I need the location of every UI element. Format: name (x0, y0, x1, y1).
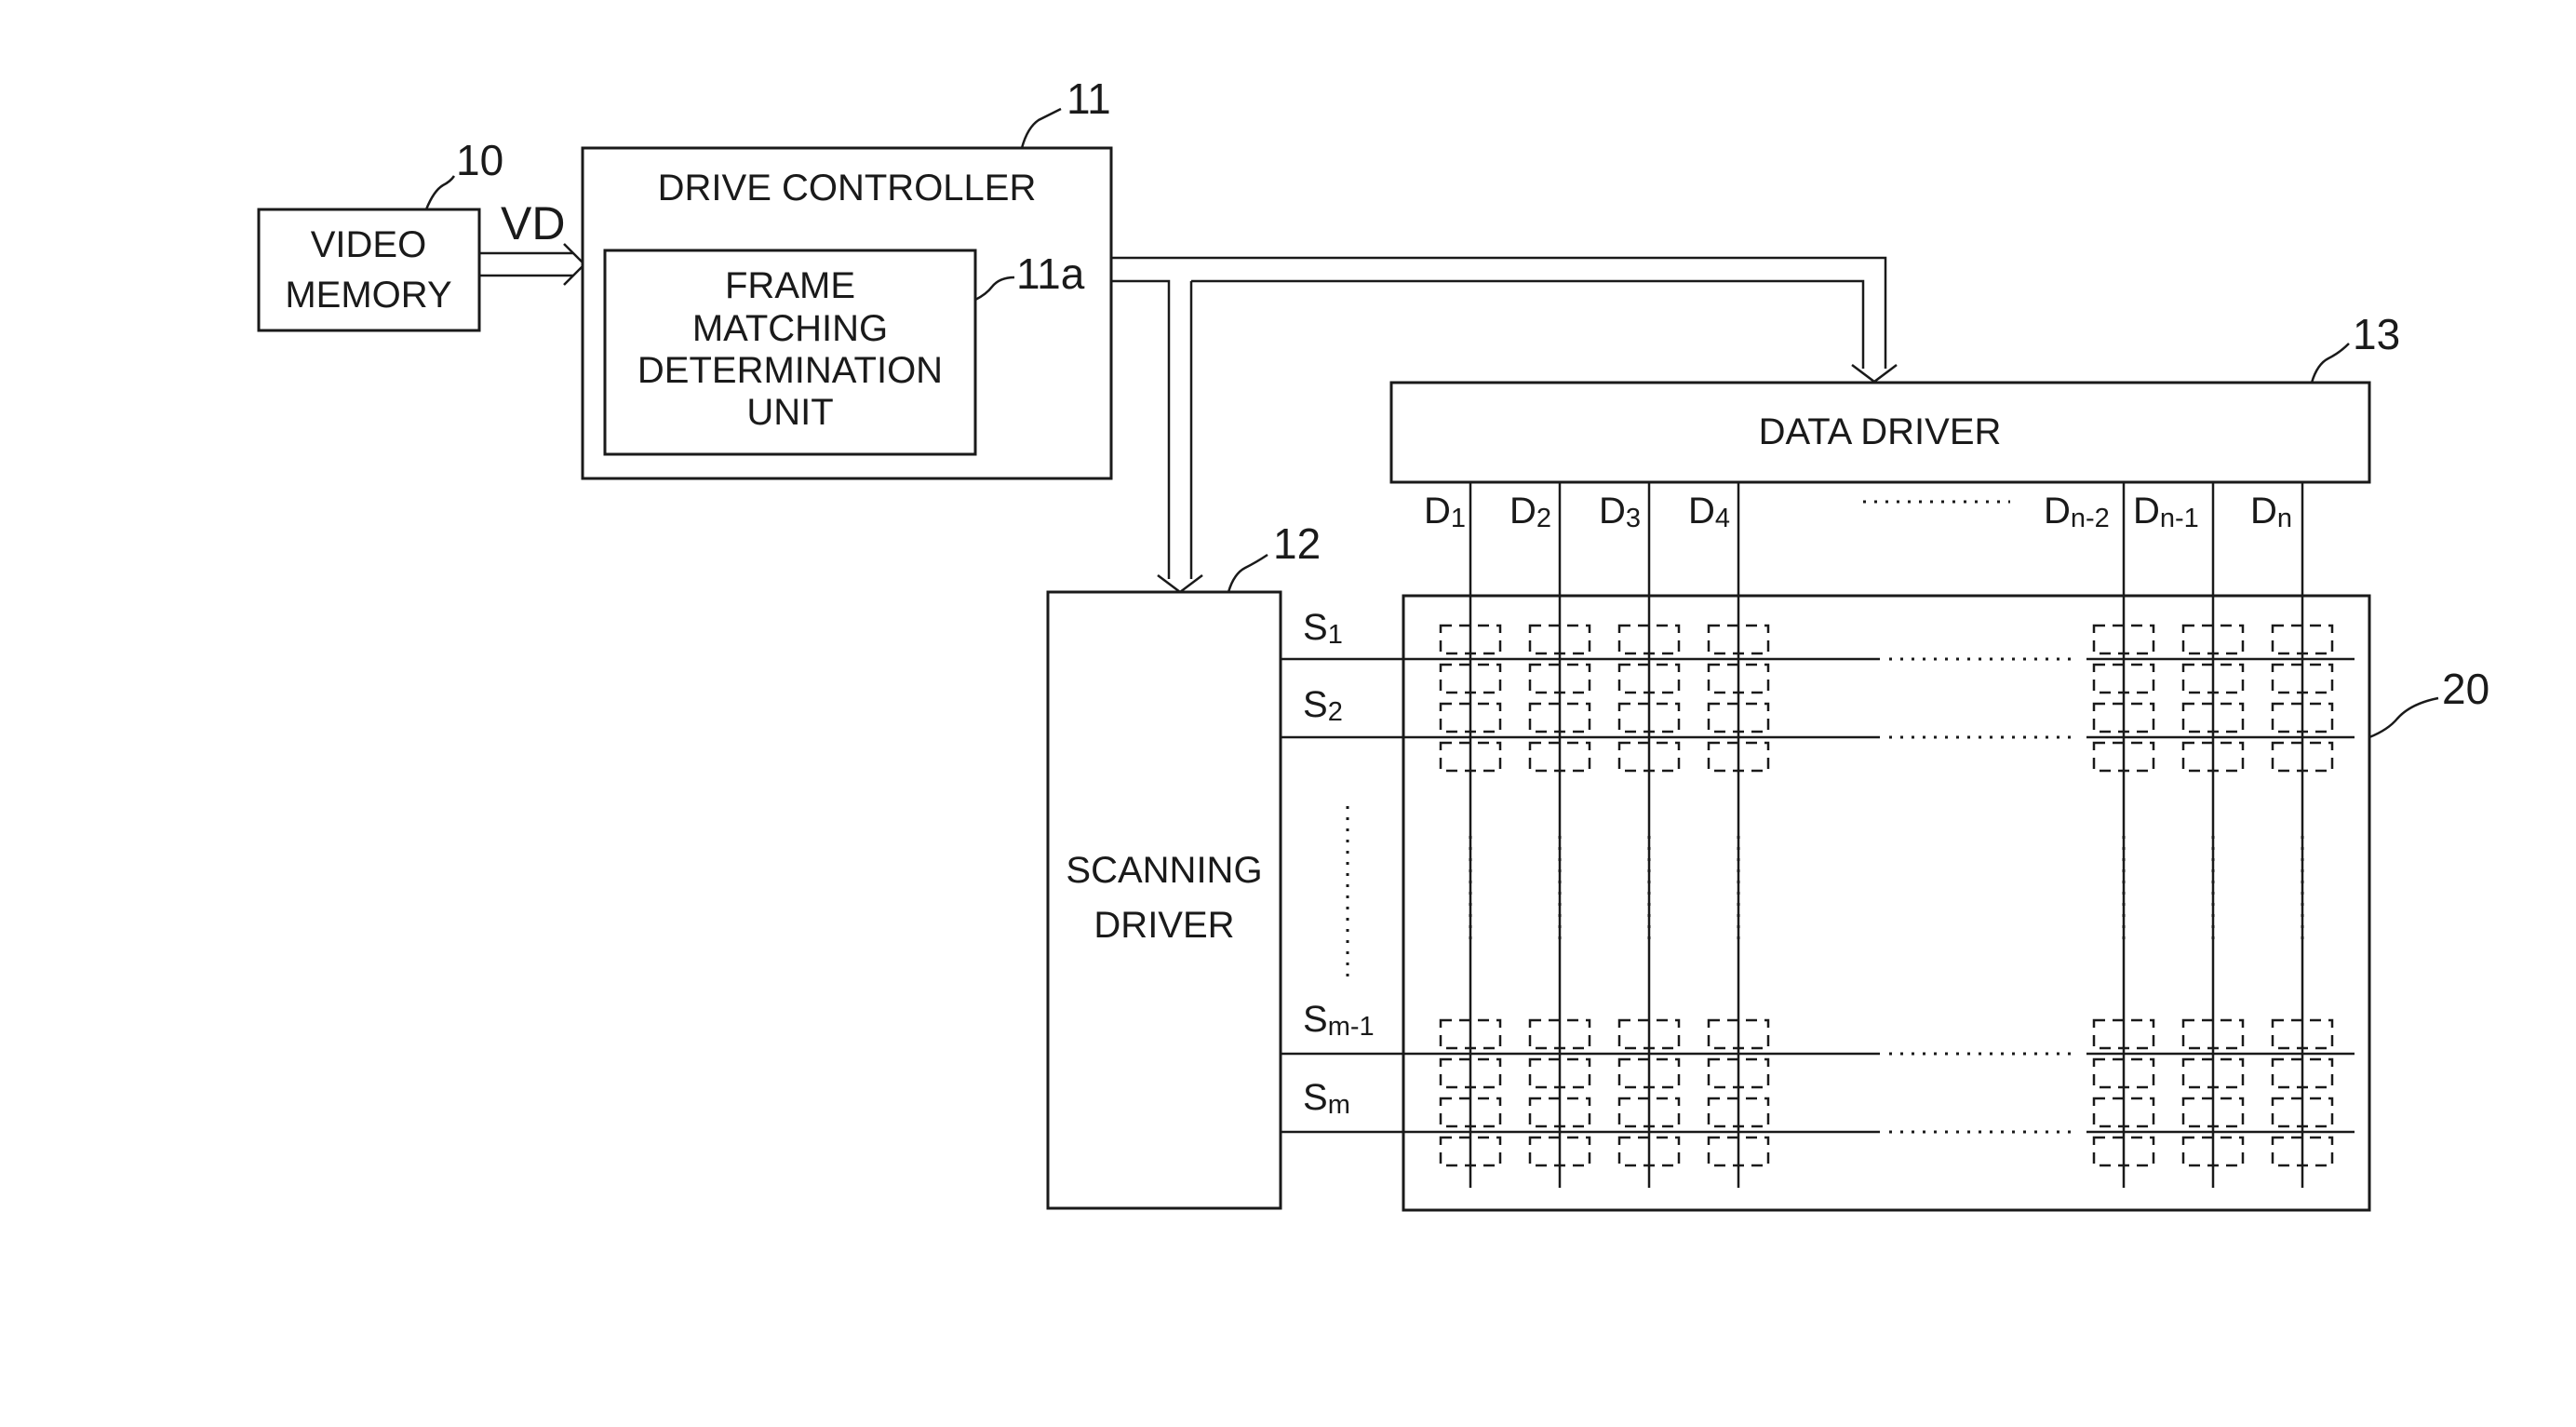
frame-matching-label-line1: FRAME (725, 265, 855, 306)
drive-controller-leader-line (1022, 109, 1061, 148)
vd-signal-label: VD (501, 197, 565, 249)
scan-line-label-sm-1: Sm-1 (1303, 999, 1375, 1042)
ctrl-to-scan-driver-outer-line (1111, 281, 1169, 579)
scan-driver-input-arrow-head (1158, 575, 1202, 592)
scanning-driver-leader-line (1228, 555, 1268, 592)
data-line-label-d2: D2 (1509, 491, 1551, 533)
display-panel (1403, 596, 2369, 1210)
display-panel-ref-number: 20 (2442, 665, 2489, 713)
data-driver-title: DATA DRIVER (1759, 411, 2002, 452)
scanning-driver-label-line1: SCANNING (1066, 850, 1262, 891)
video-memory-leader-line (426, 176, 454, 209)
display-panel-leader-line (2369, 698, 2438, 737)
frame-matching-label-line3: DETERMINATION (637, 350, 943, 391)
data-line-label-dn-1: Dn-1 (2133, 491, 2199, 533)
drive-controller-ref-number: 11 (1067, 74, 1111, 123)
data-driver-leader-line (2312, 343, 2349, 383)
data-line-label-d4: D4 (1688, 491, 1730, 533)
drive-controller-title: DRIVE CONTROLLER (658, 168, 1037, 209)
video-memory-ref-number: 10 (456, 136, 503, 184)
scanning-driver-label-line2: DRIVER (1093, 905, 1234, 946)
data-line-label-d1: D1 (1424, 491, 1466, 533)
data-line-label-dn: Dn (2250, 491, 2292, 533)
scan-line-label-sm: Sm (1303, 1077, 1350, 1120)
scanning-driver-ref-number: 12 (1273, 519, 1321, 568)
ctrl-to-data-driver-outer-line (1111, 258, 1885, 369)
scan-line-label-s1: S1 (1303, 607, 1343, 650)
ctrl-to-data-driver-inner-line (1191, 281, 1863, 369)
frame-matching-label-line4: UNIT (746, 392, 833, 433)
data-driver-ref-number: 13 (2353, 310, 2400, 358)
data-line-label-d3: D3 (1599, 491, 1641, 533)
scan-line-label-s2: S2 (1303, 684, 1343, 727)
video-memory-label-line1: VIDEO (311, 224, 426, 265)
frame-matching-label-line2: MATCHING (692, 308, 888, 349)
video-memory-label-line2: MEMORY (285, 275, 451, 316)
data-line-label-dn-2: Dn-2 (2044, 491, 2110, 533)
data-driver-input-arrow-head (1852, 365, 1897, 382)
scanning-driver-block (1048, 592, 1281, 1208)
frame-matching-ref-number: 11a (1016, 249, 1085, 298)
